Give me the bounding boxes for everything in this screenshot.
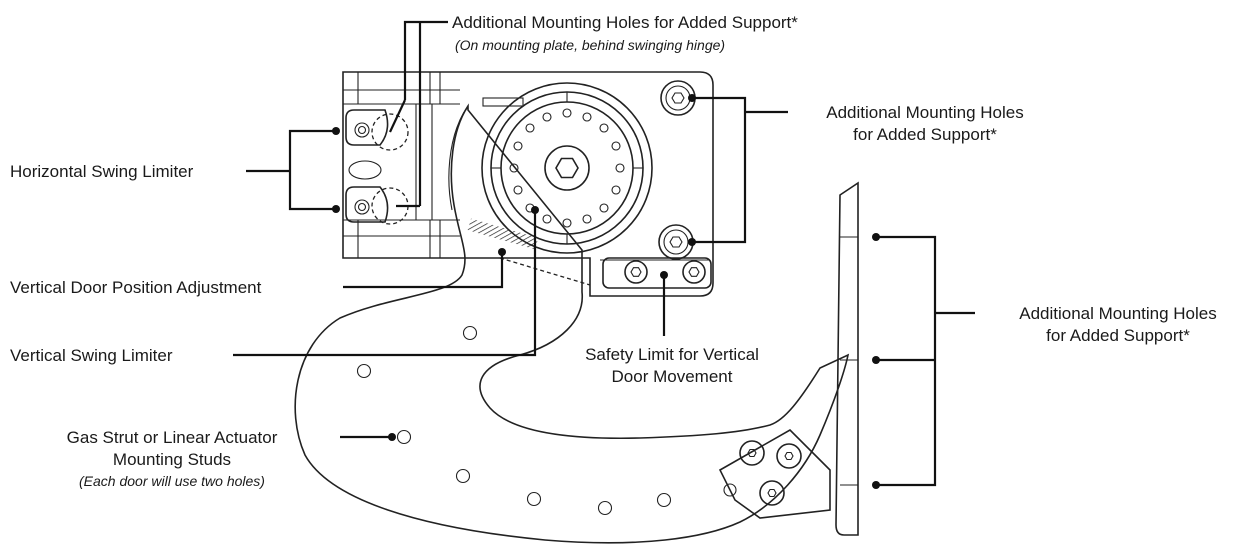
label-gas-strut-1: Gas Strut or Linear Actuator xyxy=(67,428,278,447)
horizontal-swing-limiter-parts xyxy=(345,109,409,225)
label-safety-limit-2: Door Movement xyxy=(612,367,733,386)
leader-far-right-mounting xyxy=(872,233,975,489)
swing-arm xyxy=(294,103,850,544)
leader-top-mounting xyxy=(389,20,448,208)
label-right-mounting-2: for Added Support* xyxy=(853,125,997,144)
mounting-plate xyxy=(342,71,714,297)
label-horizontal-swing-limiter: Horizontal Swing Limiter xyxy=(10,162,194,181)
label-gas-strut-2: Mounting Studs xyxy=(113,450,231,469)
leader-vertical-door-position xyxy=(343,248,506,289)
leader-vertical-swing xyxy=(233,206,539,357)
label-far-right-mounting-1: Additional Mounting Holes xyxy=(1019,304,1217,323)
note-top-mounting: (On mounting plate, behind swinging hing… xyxy=(455,37,725,53)
label-vertical-swing-limiter: Vertical Swing Limiter xyxy=(10,346,173,365)
label-top-mounting: Additional Mounting Holes for Added Supp… xyxy=(452,13,798,32)
label-safety-limit-1: Safety Limit for Vertical xyxy=(585,345,759,364)
leader-horizontal-swing xyxy=(246,127,340,213)
leader-right-mounting xyxy=(688,94,788,246)
label-vertical-door-position: Vertical Door Position Adjustment xyxy=(10,278,262,297)
label-right-mounting-1: Additional Mounting Holes xyxy=(826,103,1024,122)
door-bracket xyxy=(718,181,859,536)
arm-holes xyxy=(356,325,672,516)
rotary-hub xyxy=(481,82,653,254)
leader-safety-limit xyxy=(660,271,668,336)
leader-gas-strut xyxy=(340,433,396,441)
label-far-right-mounting-2: for Added Support* xyxy=(1046,326,1190,345)
safety-limit-block xyxy=(602,257,712,289)
note-gas-strut: (Each door will use two holes) xyxy=(79,473,265,489)
plate-bolts xyxy=(658,80,696,260)
